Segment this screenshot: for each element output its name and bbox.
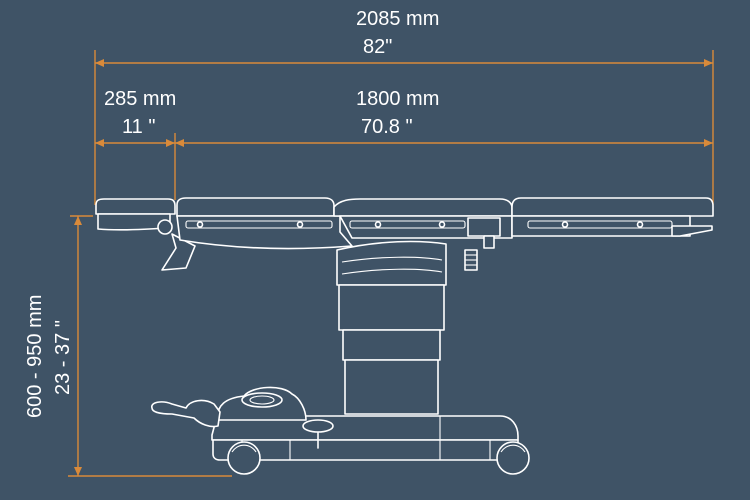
- rail-screw: [196, 221, 204, 228]
- connector-stem: [483, 235, 495, 249]
- head-section-in-label: 11 ": [122, 116, 156, 138]
- foot-pedal: [302, 419, 334, 433]
- section-connector: [467, 217, 501, 237]
- column-segment: [342, 329, 441, 361]
- leg-section-end-plate: [671, 225, 713, 237]
- height-arrow-bottom: [74, 467, 82, 476]
- leg-section-cushion: [511, 197, 714, 217]
- total-length-mm-label: 2085 mm: [356, 8, 440, 30]
- seat-section-cushion: [333, 198, 513, 217]
- height-arrow-top: [74, 216, 82, 225]
- rail-screw: [636, 221, 644, 228]
- head-section-arrow-left: [95, 139, 104, 147]
- wheel-left: [227, 441, 261, 475]
- foot-lever: [151, 399, 221, 428]
- table-top-arrow-right: [704, 139, 713, 147]
- column: [336, 240, 447, 415]
- column-segment: [344, 359, 439, 415]
- table-top: [176, 197, 714, 271]
- head-section-cushion: [95, 198, 176, 215]
- pedal-housing-dome: [241, 392, 283, 408]
- rail-screw: [438, 221, 446, 228]
- column-cover-line: [341, 256, 443, 263]
- back-section-cushion: [176, 197, 335, 217]
- head-section: [95, 198, 196, 271]
- wheel-right: [496, 441, 530, 475]
- base: [151, 386, 530, 475]
- height-range-in-label: 23 - 37 ": [52, 320, 74, 395]
- table-top-arrow-left: [175, 139, 184, 147]
- column-cover-line: [341, 268, 443, 275]
- pedal-housing-dome-inner: [249, 395, 275, 405]
- column-segment: [338, 284, 445, 331]
- leg-section-frame: [511, 215, 691, 237]
- total-length-arrow-left: [95, 59, 104, 67]
- total-length-arrow-right: [704, 59, 713, 67]
- height-range-mm-label: 600 - 950 mm: [24, 294, 46, 418]
- back-section-frame: [176, 215, 353, 250]
- head-section-joint: [157, 219, 173, 235]
- base-body: [211, 415, 519, 441]
- wheel-right-hub: [500, 444, 526, 453]
- head-section-mm-label: 285 mm: [104, 88, 177, 110]
- wheel-left-hub: [231, 444, 257, 453]
- head-section-lever: [161, 233, 196, 271]
- seat-section-rail: [349, 220, 466, 229]
- back-section-rail: [185, 220, 333, 229]
- head-section-arrow-right: [166, 139, 175, 147]
- column-upper-cover: [336, 240, 447, 286]
- leg-section-rail: [527, 220, 673, 229]
- rail-screw: [561, 221, 569, 228]
- table-top-mm-label: 1800 mm: [356, 88, 440, 110]
- total-length-in-label: 82": [363, 36, 393, 58]
- rail-screw: [296, 221, 304, 228]
- operating-table: [95, 197, 714, 475]
- dimension-lines: [68, 50, 714, 477]
- rail-screw: [374, 221, 382, 228]
- table-top-in-label: 70.8 ": [361, 116, 413, 138]
